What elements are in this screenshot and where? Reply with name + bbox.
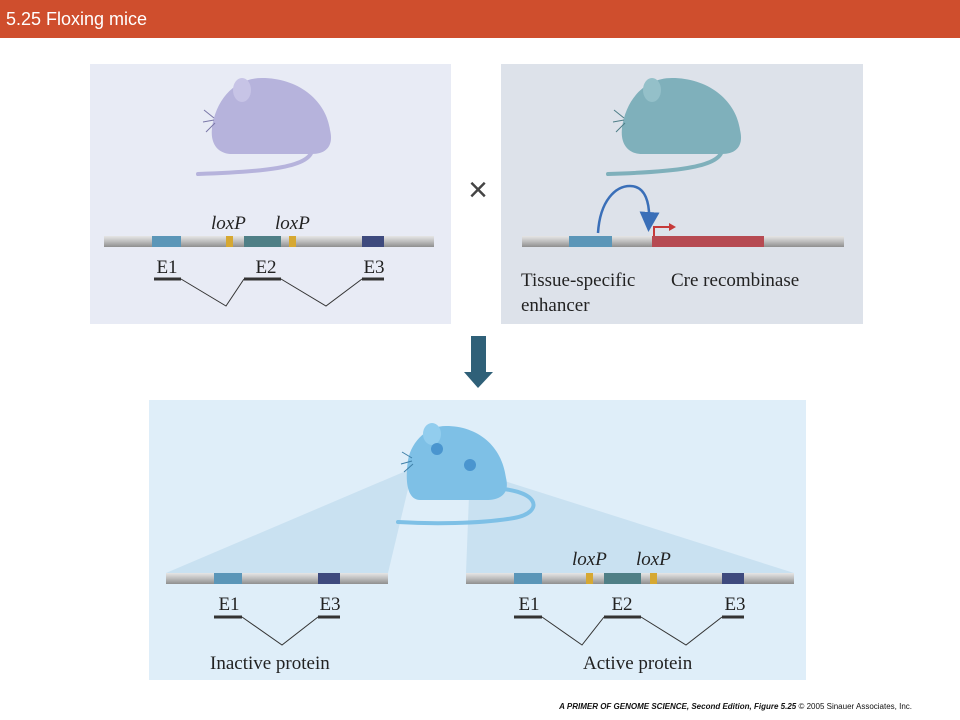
splicing-lines	[214, 615, 340, 646]
deleted-allele-chromosome	[166, 573, 388, 584]
cross-symbol: ×	[468, 171, 488, 209]
exon-e2	[604, 573, 641, 584]
activation-arrow-icon	[596, 184, 660, 234]
caption-copyright: © 2005 Sinauer Associates, Inc.	[798, 702, 912, 711]
promoter-arrow-icon	[653, 226, 669, 236]
exon-e3	[318, 573, 340, 584]
tissue-zoom-cones	[166, 468, 794, 573]
intact-allele-chromosome	[466, 573, 794, 584]
active-protein-label: Active protein	[583, 653, 693, 674]
enhancer-label: Tissue-specific	[521, 270, 635, 291]
down-arrow-icon	[464, 336, 493, 388]
cre-label: Cre recombinase	[671, 270, 799, 291]
exon-e3	[362, 236, 384, 247]
splicing-lines	[514, 615, 744, 646]
exon-label-e2: E2	[255, 257, 276, 278]
loxp-label: loxP	[211, 213, 246, 234]
loxp-site	[586, 573, 593, 584]
caption-book: A PRIMER OF GENOME SCIENCE, Second Editi…	[559, 702, 797, 711]
floxed-chromosome	[104, 236, 434, 247]
exon-e3	[722, 573, 744, 584]
exon-e2	[244, 236, 281, 247]
exon-label-e1: E1	[156, 257, 177, 278]
exon-label-e1: E1	[518, 594, 539, 615]
loxp-site	[650, 573, 657, 584]
exon-e1	[152, 236, 181, 247]
splicing-lines	[154, 277, 384, 307]
mouse-offspring-icon	[396, 423, 536, 526]
cre-construct	[522, 184, 844, 247]
exon-label-e1: E1	[218, 594, 239, 615]
exon-label-e3: E3	[319, 594, 340, 615]
inactive-protein-label: Inactive protein	[210, 653, 330, 674]
exon-label-e2: E2	[611, 594, 632, 615]
mouse-floxed-icon	[196, 78, 332, 176]
slide-title: 5.25 Floxing mice	[6, 9, 148, 29]
mouse-cre-icon	[606, 78, 742, 176]
enhancer-segment	[569, 236, 612, 247]
figure-caption: A PRIMER OF GENOME SCIENCE, Second Editi…	[559, 702, 912, 711]
loxp-label: loxP	[636, 549, 671, 570]
loxp-site	[289, 236, 296, 247]
loxp-label: loxP	[572, 549, 607, 570]
exon-label-e3: E3	[363, 257, 384, 278]
enhancer-label-line2: enhancer	[521, 295, 590, 316]
exon-e1	[514, 573, 542, 584]
cre-gene-segment	[652, 236, 764, 247]
exon-e1	[214, 573, 242, 584]
title-bar: 5.25 Floxing mice	[0, 0, 960, 38]
loxp-site	[226, 236, 233, 247]
exon-label-e3: E3	[724, 594, 745, 615]
loxp-label: loxP	[275, 213, 310, 234]
